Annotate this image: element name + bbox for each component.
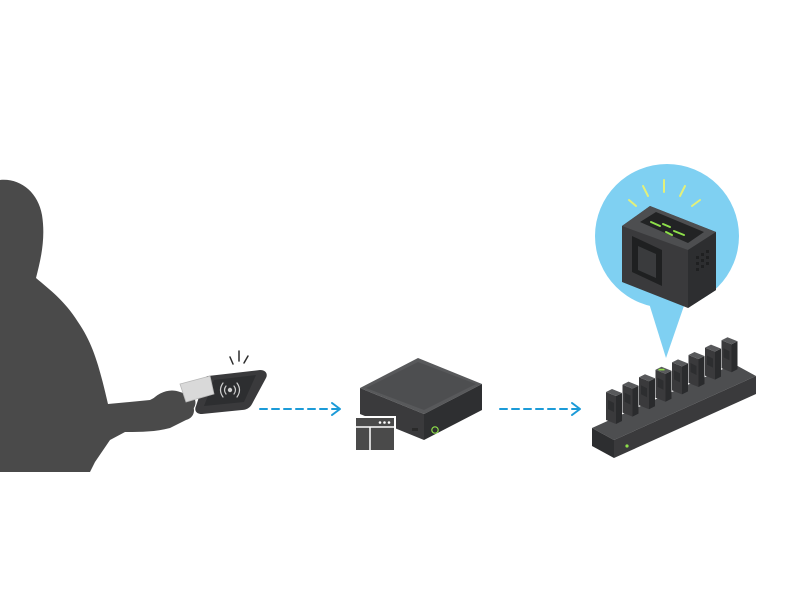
glow-lines-icon	[628, 179, 701, 207]
person-silhouette-icon	[0, 179, 196, 472]
browser-window-icon	[354, 416, 396, 452]
body-camera-icon	[622, 206, 716, 308]
camera-display	[640, 212, 704, 243]
docked-cameras	[606, 337, 738, 424]
dock-status-light	[625, 444, 629, 448]
arrow-reader-to-controller	[259, 402, 341, 416]
controller-box-icon	[354, 358, 482, 452]
controller-right-side	[424, 384, 482, 440]
docked-camera	[655, 366, 672, 402]
signal-lines-icon	[229, 350, 249, 365]
rfid-card-reader-icon	[179, 350, 267, 414]
docked-camera	[639, 374, 655, 410]
display-lights	[650, 221, 685, 236]
camera-status-light	[658, 368, 665, 371]
dock-base-side	[614, 376, 756, 458]
arrow-controller-to-dock	[499, 402, 581, 416]
access-card	[179, 375, 215, 403]
docked-camera	[688, 352, 705, 387]
docked-camera	[606, 389, 622, 424]
dock-base-top	[592, 364, 756, 440]
power-indicator	[431, 426, 439, 434]
camera-callout	[595, 164, 739, 358]
docked-camera	[721, 337, 738, 373]
person-body	[0, 179, 194, 472]
person-hand	[150, 390, 196, 424]
contactless-icon	[219, 382, 241, 398]
camera-docking-station-icon	[592, 337, 756, 458]
docked-camera	[672, 359, 688, 395]
dock-base-front	[592, 428, 614, 458]
callout-pointer	[648, 300, 686, 358]
docked-camera	[622, 381, 639, 417]
docked-camera	[705, 344, 721, 380]
controller-left-side	[360, 388, 424, 440]
